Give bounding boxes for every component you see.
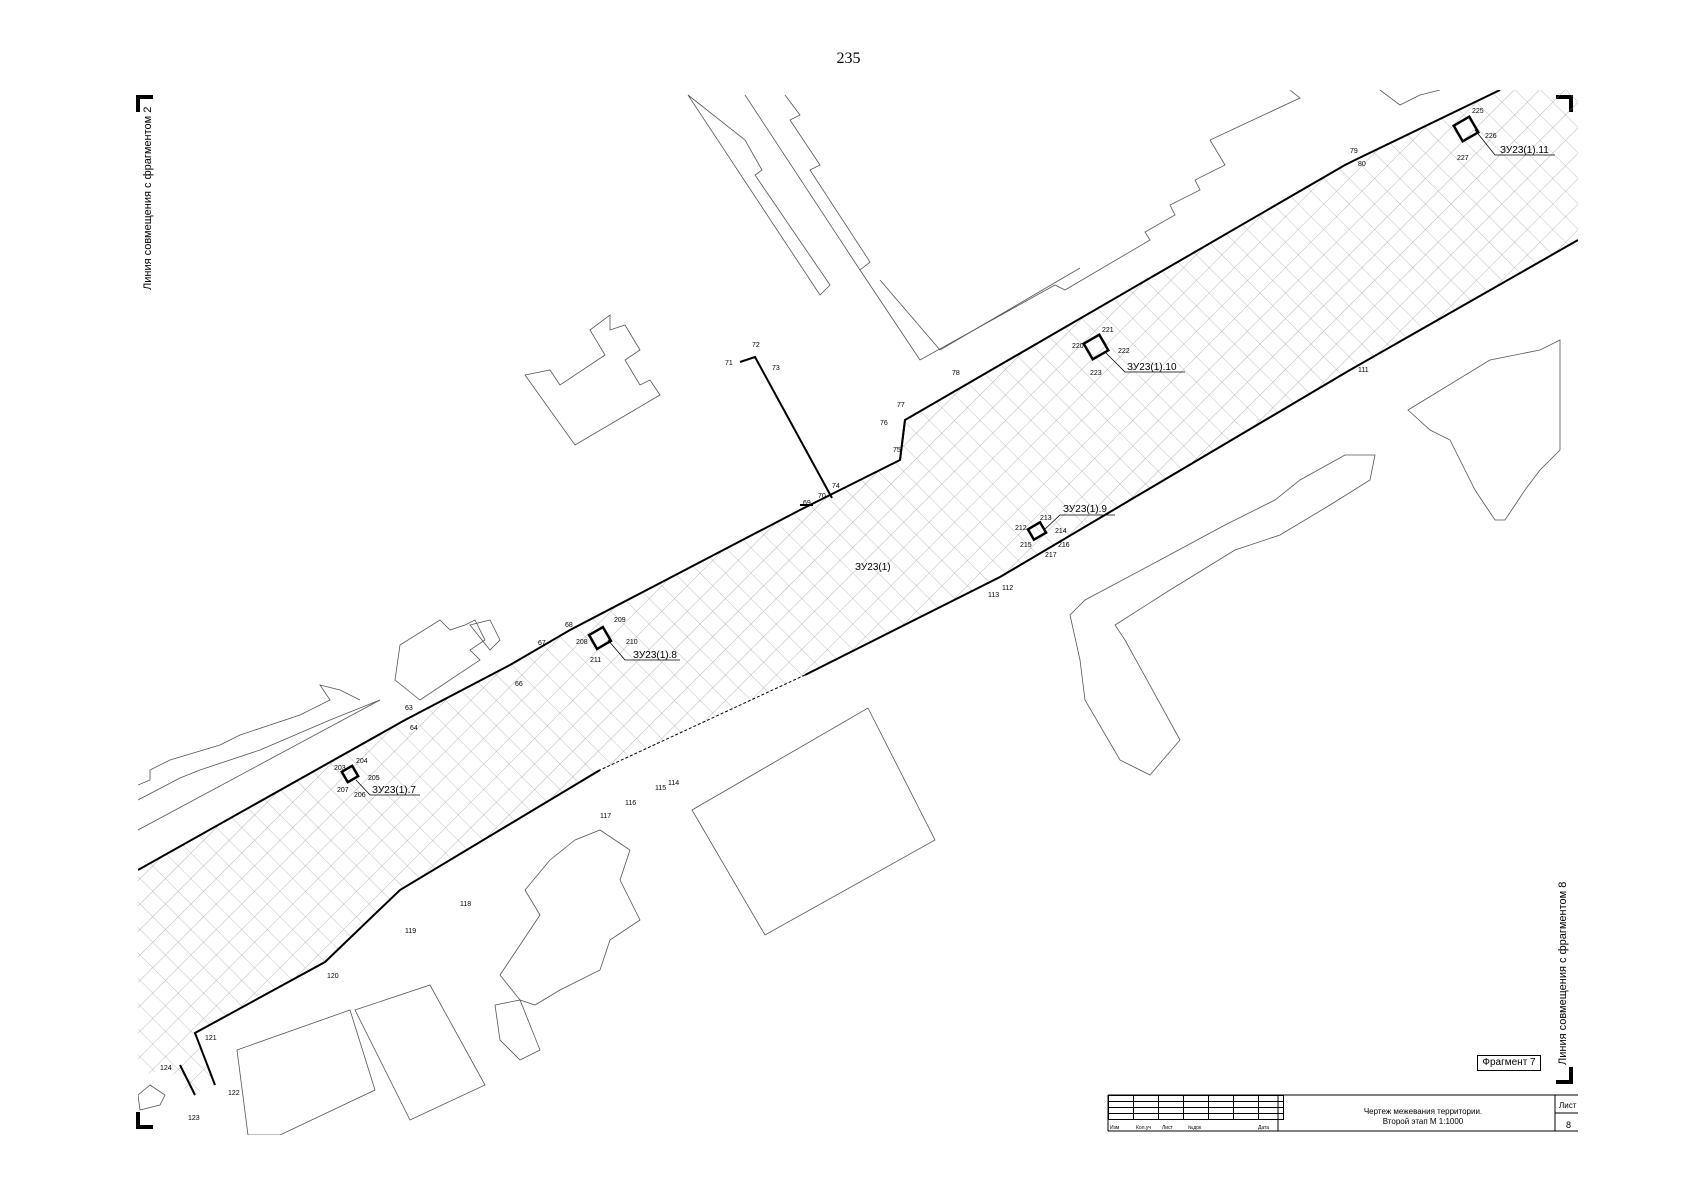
point-209: 209: [614, 617, 626, 624]
point-76: 76: [880, 420, 888, 427]
point-118: 118: [460, 901, 471, 908]
plot-boundary-dashed: [509, 629, 571, 666]
drawing-title-line1: Чертеж межевания территории.: [1363, 1107, 1483, 1116]
point-69: 69: [803, 500, 811, 507]
point-207: 207: [337, 787, 349, 794]
page-number: 235: [836, 50, 861, 67]
match-line-left-label: Линия совмещения с фрагментом 2: [142, 106, 154, 290]
point-77: 77: [897, 402, 905, 409]
point-212: 212: [1015, 525, 1027, 532]
point-213: 213: [1040, 515, 1052, 522]
point-66: 66: [515, 681, 523, 688]
point-112: 112: [1002, 585, 1013, 592]
point-124: 124: [160, 1065, 172, 1072]
point-215: 215: [1020, 542, 1032, 549]
point-67: 67: [538, 640, 546, 647]
column-izm: Изм: [1110, 1125, 1120, 1131]
point-labels: 63 64 66 67 68 69 70 71 72 73 74 75 76 7…: [160, 108, 1497, 1122]
point-63: 63: [405, 705, 413, 712]
point-74: 74: [832, 483, 840, 490]
title-block: Изм Кол.уч Лист №док Дата Чертеж межеван…: [1108, 1095, 1586, 1131]
point-216: 216: [1058, 542, 1070, 549]
sub-plot-label-7: ЗУ23(1).7: [372, 785, 416, 796]
point-116: 116: [625, 800, 636, 807]
title-block-grid: [1108, 1095, 1284, 1120]
point-71: 71: [725, 360, 733, 367]
drawing-title-line2: Второй этап М 1:1000: [1382, 1117, 1464, 1126]
point-68: 68: [565, 622, 573, 629]
point-204: 204: [356, 758, 368, 765]
point-206: 206: [354, 792, 366, 799]
point-217: 217: [1045, 552, 1057, 559]
point-114: 114: [668, 780, 679, 787]
point-121: 121: [205, 1035, 217, 1042]
point-75: 75: [893, 447, 901, 454]
point-211: 211: [590, 657, 601, 664]
sub-plot-label-11: ЗУ23(1).11: [1500, 145, 1549, 156]
sheet-label: Лист: [1559, 1101, 1577, 1110]
point-223: 223: [1090, 370, 1102, 377]
point-117: 117: [600, 813, 611, 820]
sheet-number: 8: [1566, 1120, 1572, 1130]
point-225: 225: [1472, 108, 1484, 115]
point-222: 222: [1118, 348, 1130, 355]
column-data: Дата: [1258, 1125, 1270, 1131]
point-227: 227: [1457, 155, 1469, 162]
sub-plot-label-10: ЗУ23(1).10: [1127, 362, 1177, 373]
point-205: 205: [368, 775, 380, 782]
point-79: 79: [1350, 148, 1358, 155]
point-80: 80: [1358, 161, 1366, 168]
point-221: 221: [1102, 327, 1114, 334]
point-123: 123: [188, 1115, 200, 1122]
point-78: 78: [952, 370, 960, 377]
point-122: 122: [228, 1090, 240, 1097]
point-203: 203: [334, 765, 346, 772]
plot-boundary: [138, 90, 1578, 1096]
main-plot-hatch: [138, 90, 1578, 1095]
point-73: 73: [772, 365, 780, 372]
point-113: 113: [988, 592, 999, 599]
plot-labels: ЗУ23(1) ЗУ23(1).7 ЗУ23(1).8 ЗУ23(1).9 ЗУ…: [372, 145, 1549, 796]
point-72: 72: [752, 342, 760, 349]
point-111: 111: [1358, 367, 1369, 374]
sub-plot-label-8: ЗУ23(1).8: [633, 650, 677, 661]
buildings: [138, 90, 1561, 1135]
plot-boundary-dashed: [599, 674, 806, 771]
point-64: 64: [410, 725, 418, 732]
column-kol: Кол.уч: [1136, 1125, 1151, 1131]
column-ndok: №док: [1188, 1125, 1202, 1131]
point-70: 70: [818, 493, 826, 500]
sub-plot-label-9: ЗУ23(1).9: [1063, 504, 1107, 515]
point-210: 210: [626, 639, 638, 646]
point-226: 226: [1485, 133, 1497, 140]
point-120: 120: [327, 973, 339, 980]
leader-lines: [355, 129, 1555, 796]
drawing-title: Чертеж межевания территории. Второй этап…: [1308, 1107, 1538, 1127]
column-list: Лист: [1162, 1125, 1173, 1131]
match-line-right-label: Линия совмещения с фрагментом 8: [1557, 881, 1569, 1065]
sub-plot-squares: [340, 114, 1481, 784]
fragment-label: Фрагмент 7: [1477, 1055, 1541, 1071]
point-208: 208: [576, 639, 588, 646]
point-115: 115: [655, 785, 666, 792]
point-119: 119: [405, 928, 416, 935]
main-plot-label: ЗУ23(1): [855, 562, 891, 573]
point-220: 220: [1072, 343, 1084, 350]
point-214: 214: [1055, 528, 1067, 535]
